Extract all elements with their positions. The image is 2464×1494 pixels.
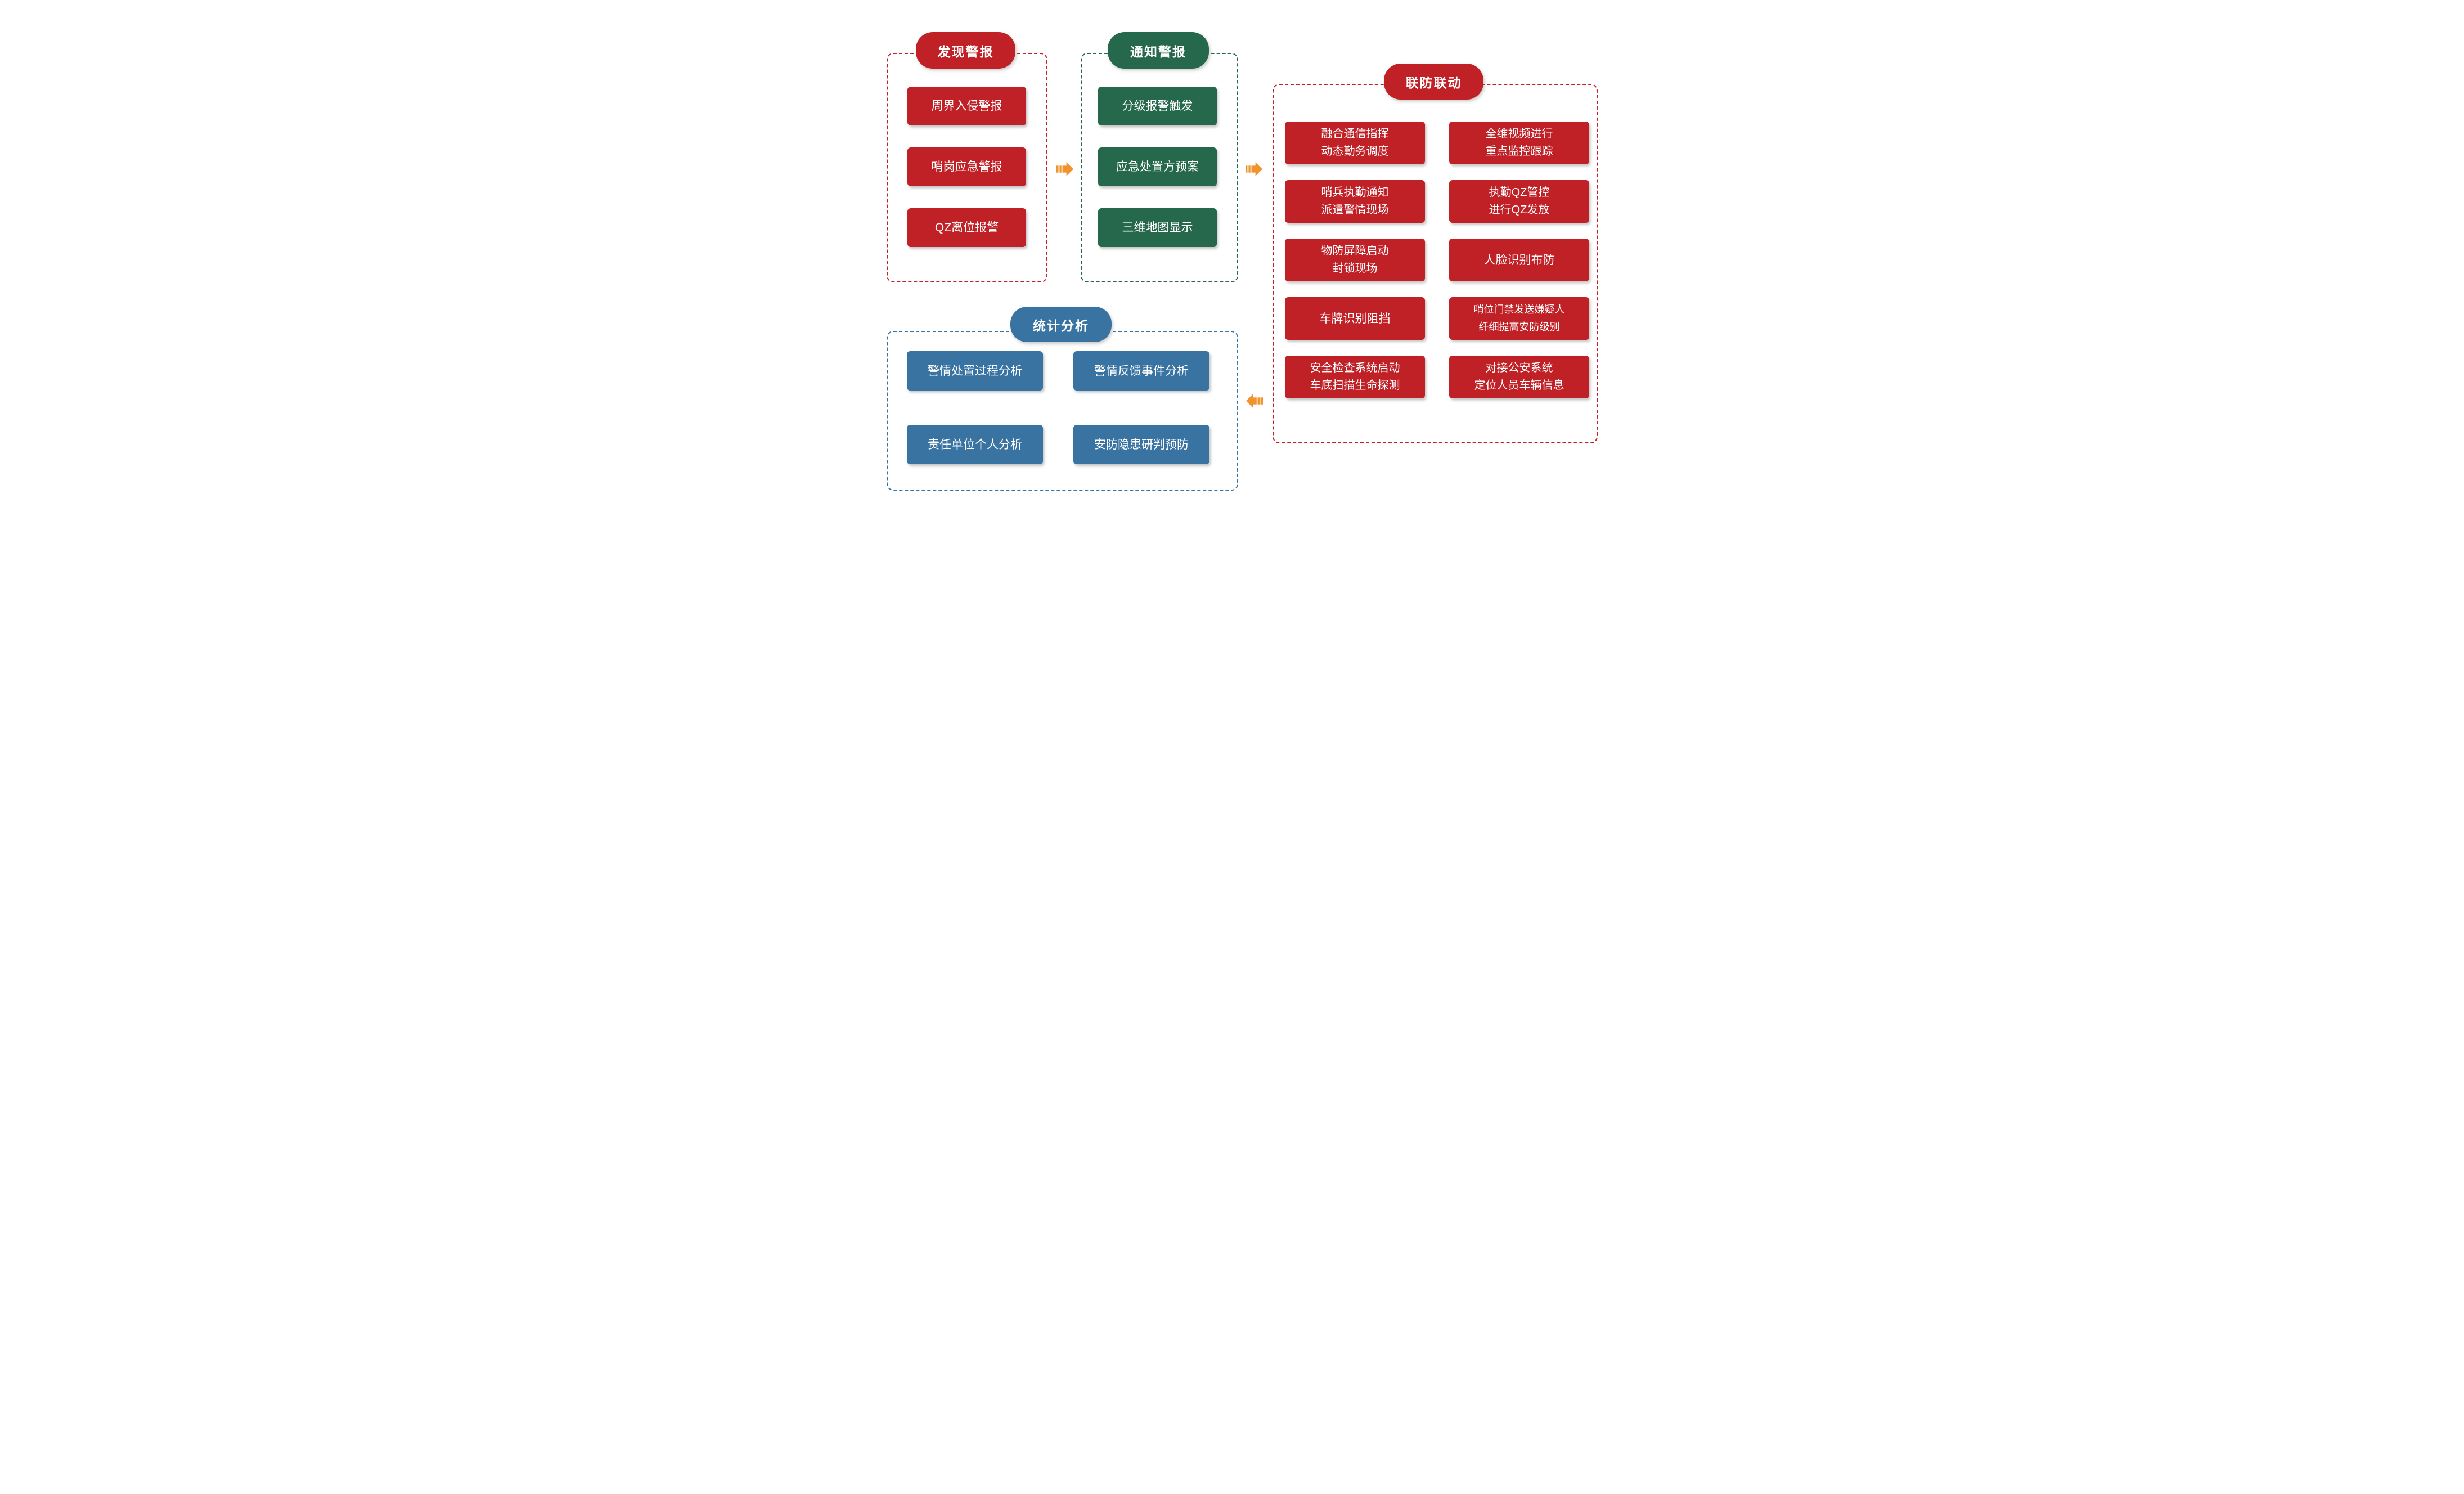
section-title-joint-defense: 联防联动 [1384, 64, 1483, 100]
flow-item-emergency-response-plan: 应急处置方预案 [1098, 147, 1217, 186]
flow-item-fullview-video-tracking: 全维视频进行 重点监控跟踪 [1449, 122, 1589, 164]
flow-item-sentry-emergency-alarm: 哨岗应急警报 [907, 147, 1026, 186]
flow-item-label: 分级报警触发 [1122, 100, 1193, 113]
arrow-right-icon [1246, 162, 1262, 176]
flow-item-alarm-feedback-event-analysis: 警情反馈事件分析 [1073, 351, 1209, 391]
flow-item-qz-offposition-alarm: QZ离位报警 [907, 208, 1026, 247]
flow-item-sentry-access-suspect-alert: 哨位门禁发送嫌疑人 纤细提高安防级别 [1449, 297, 1589, 340]
flow-item-security-hazard-research-prevention: 安防隐患研判预防 [1073, 425, 1209, 464]
flow-item-fused-comms-dispatch: 融合通信指挥 动态勤务调度 [1285, 122, 1425, 164]
flow-diagram: 发现警报 周界入侵警报 哨岗应急警报 QZ离位报警 通知警报 分级报警触发 应急… [821, 0, 1643, 498]
flow-item-graded-alarm-trigger: 分级报警触发 [1098, 87, 1217, 125]
section-title-notify-alert: 通知警报 [1108, 32, 1209, 69]
arrow-right-icon [1056, 162, 1073, 176]
flow-item-sentry-duty-notify-dispatch: 哨兵执勤通知 派遣警情现场 [1285, 180, 1425, 223]
flow-item-police-system-locate-info: 对接公安系统 定位人员车辆信息 [1449, 356, 1589, 398]
flow-item-label: 三维地图显示 [1122, 221, 1193, 234]
flow-item-responsible-unit-individual-analysis: 责任单位个人分析 [907, 425, 1043, 464]
section-title-statistics: 统计分析 [1010, 307, 1112, 342]
section-title-discover-alert: 发现警报 [916, 32, 1015, 69]
flow-item-duty-qz-control-issue: 执勤QZ管控 进行QZ发放 [1449, 180, 1589, 223]
flow-item-plate-recognition-block: 车牌识别阻挡 [1285, 297, 1425, 340]
flow-item-face-recognition-defense: 人脸识别布防 [1449, 239, 1589, 281]
flow-item-alarm-handling-process-analysis: 警情处置过程分析 [907, 351, 1043, 391]
flow-item-physical-barrier-lockdown: 物防屏障启动 封锁现场 [1285, 239, 1425, 281]
flow-item-label: 哨岗应急警报 [931, 160, 1002, 173]
arrow-left-icon [1246, 394, 1263, 408]
flow-item-label: 周界入侵警报 [931, 100, 1002, 113]
flow-item-label: QZ离位报警 [934, 221, 999, 234]
flow-item-label: 应急处置方预案 [1116, 160, 1199, 173]
flow-item-3d-map-display: 三维地图显示 [1098, 208, 1217, 247]
flow-item-security-check-underbody-scan: 安全检查系统启动 车底扫描生命探测 [1285, 356, 1425, 398]
flow-item-perimeter-intrusion-alarm: 周界入侵警报 [907, 87, 1026, 125]
